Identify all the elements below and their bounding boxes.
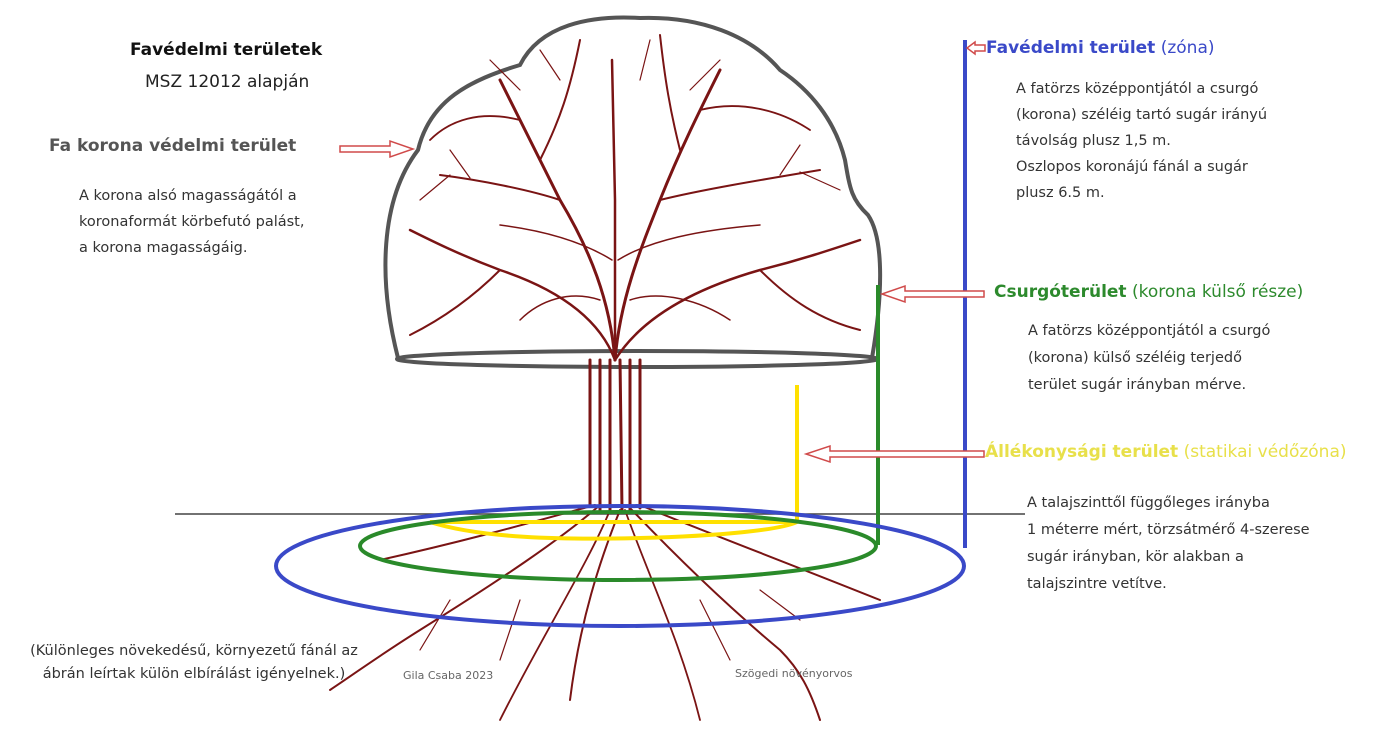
stability-description: A talajszinttől függőleges irányba 1 mét…: [1027, 490, 1310, 598]
page-subtitle: MSZ 12012 alapján: [145, 72, 310, 92]
drip-description: A fatörzs középpontjától a csurgó (koron…: [1028, 318, 1270, 399]
signature-title: Szögedi növényorvos: [735, 667, 853, 680]
stability-line: A talajszinttől függőleges irányba: [1027, 495, 1270, 511]
zone-line: A fatörzs középpontjától a csurgó: [1016, 81, 1259, 97]
stability-heading: Állékonysági terület (statikai védőzóna): [985, 440, 1365, 464]
stability-heading-bold: Állékonysági terület: [985, 442, 1179, 462]
drip-heading-rest: (korona külső része): [1126, 282, 1304, 302]
stability-line: talajszintre vetítve.: [1027, 576, 1167, 592]
zone-heading: Favédelmi terület (zóna): [986, 38, 1215, 58]
crown-line: koronaformát körbefutó palást,: [79, 214, 305, 230]
stability-line: 1 méterre mért, törzsátmérő 4-szerese: [1027, 522, 1310, 538]
zone-line: plusz 6.5 m.: [1016, 185, 1105, 201]
zone-line: Oszlopos koronájú fánál a sugár: [1016, 159, 1248, 175]
stability-zone-marker: [429, 385, 799, 541]
crown-line: a korona magasságáig.: [79, 240, 248, 256]
zone-heading-bold: Favédelmi terület: [986, 38, 1156, 58]
tree-icon: [329, 34, 881, 721]
drip-line: A fatörzs középpontjától a csurgó: [1028, 323, 1271, 339]
signature-author: Gila Csaba 2023: [403, 669, 494, 682]
crown-heading: Fa korona védelmi terület: [49, 136, 297, 156]
drip-heading-bold: Csurgóterület: [994, 282, 1127, 302]
zone-description: A fatörzs középpontjától a csurgó (koron…: [1016, 76, 1267, 206]
drip-line: terület sugár irányban mérve.: [1028, 377, 1247, 393]
crown-description: A korona alsó magasságától a koronaformá…: [79, 183, 304, 261]
zone-heading-rest: (zóna): [1155, 38, 1215, 58]
footnote: (Különleges növekedésű, környezetű fánál…: [30, 643, 358, 682]
zone-line: távolság plusz 1,5 m.: [1016, 133, 1171, 149]
drip-line: (korona) külső széléig terjedő: [1028, 350, 1242, 366]
drip-heading: Csurgóterület (korona külső része): [994, 282, 1303, 302]
stability-line: sugár irányban, kör alakban a: [1027, 549, 1244, 565]
zone-line: (korona) széléig tartó sugár irányú: [1016, 107, 1268, 123]
arrow-icon: [339, 40, 986, 464]
page-title: Favédelmi területek: [130, 40, 323, 60]
crown-line: A korona alsó magasságától a: [79, 188, 297, 204]
drip-zone-marker: [358, 285, 880, 582]
stability-heading-rest: (statikai védőzóna): [1178, 442, 1347, 462]
crown-base-ellipse: [395, 349, 879, 369]
crown-outline: [383, 15, 883, 359]
